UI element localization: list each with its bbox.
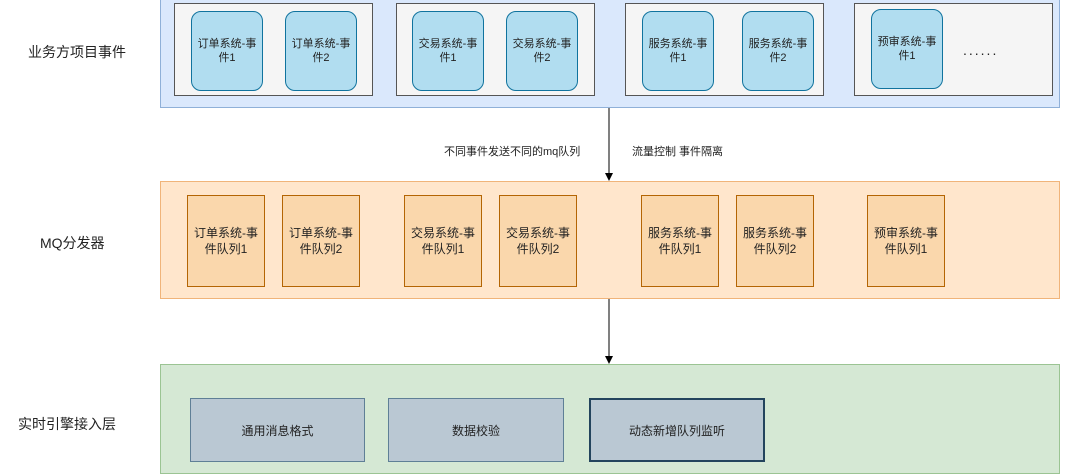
event-group-service: 服务系统-事件1 服务系统-事件2: [625, 3, 824, 96]
event-card: 交易系统-事件1: [412, 11, 484, 91]
event-group-preaudit: 预审系统-事件1 ......: [854, 3, 1053, 96]
rt-box-message-format: 通用消息格式: [190, 398, 365, 462]
event-card: 订单系统-事件1: [191, 11, 263, 91]
queue-card: 交易系统-事件队列1: [404, 195, 482, 287]
edge-label-flow-control: 流量控制 事件隔离: [632, 146, 724, 158]
flow-arrows: [605, 108, 613, 364]
event-group-order: 订单系统-事件1 订单系统-事件2: [174, 3, 373, 96]
event-card: 订单系统-事件2: [285, 11, 357, 91]
event-card: 预审系统-事件1: [871, 9, 943, 89]
event-card: 服务系统-事件2: [742, 11, 814, 91]
more-ellipsis: ......: [963, 42, 999, 58]
queue-card: 预审系统-事件队列1: [867, 195, 945, 287]
event-group-trade: 交易系统-事件1 交易系统-事件2: [396, 3, 595, 96]
edge-label-routing: 不同事件发送不同的mq队列: [444, 146, 581, 158]
event-card: 交易系统-事件2: [506, 11, 578, 91]
row-label-mq-dispatcher: MQ分发器: [40, 235, 105, 251]
queue-card: 交易系统-事件队列2: [499, 195, 577, 287]
rt-box-data-validation: 数据校验: [388, 398, 564, 462]
event-card: 服务系统-事件1: [642, 11, 714, 91]
queue-card: 订单系统-事件队列2: [282, 195, 360, 287]
row-label-business-events: 业务方项目事件: [28, 44, 126, 60]
queue-card: 服务系统-事件队列2: [736, 195, 814, 287]
row-label-realtime-access: 实时引擎接入层: [18, 416, 116, 432]
queue-card: 订单系统-事件队列1: [187, 195, 265, 287]
queue-card: 服务系统-事件队列1: [641, 195, 719, 287]
rt-box-dynamic-queue-listener: 动态新增队列监听: [589, 398, 765, 462]
